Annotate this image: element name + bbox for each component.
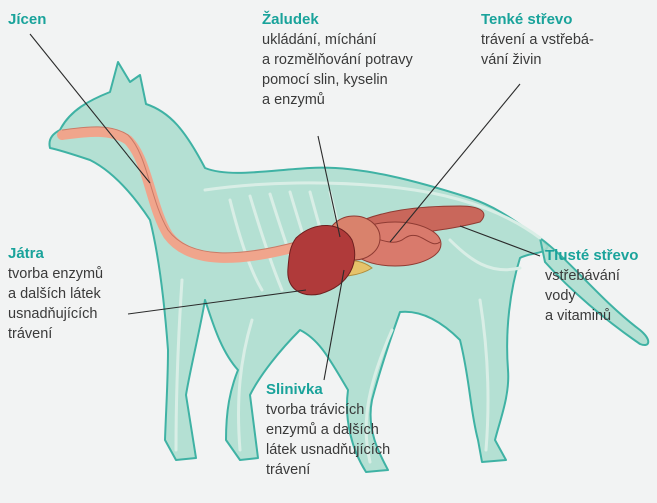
label-jatra-line: trávení: [8, 324, 103, 344]
label-jatra-title: Játra: [8, 244, 103, 264]
label-jatra-line: a dalších látek: [8, 284, 103, 304]
label-zaludek-title: Žaludek: [262, 10, 413, 30]
label-tenke-line: trávení a vstřebá-: [481, 30, 594, 50]
label-tluste-title: Tlusté střevo: [545, 246, 638, 266]
label-tluste-line: vody: [545, 286, 638, 306]
label-slinivka-line: tvorba trávicích: [266, 400, 390, 420]
label-jicen: Jícen: [8, 10, 46, 30]
label-slinivka-title: Slinivka: [266, 380, 390, 400]
label-tluste-strevo: Tlusté střevo vstřebávání vody a vitamin…: [545, 246, 638, 326]
label-zaludek-line: pomocí slin, kyselin: [262, 70, 413, 90]
label-zaludek: Žaludek ukládání, míchání a rozmělňování…: [262, 10, 413, 110]
label-jatra: Játra tvorba enzymů a dalších látek usna…: [8, 244, 103, 344]
label-tluste-line: vstřebávání: [545, 266, 638, 286]
label-tluste-line: a vitaminů: [545, 306, 638, 326]
label-jatra-line: usnadňujících: [8, 304, 103, 324]
label-tenke-line: vání živin: [481, 50, 594, 70]
label-zaludek-line: a enzymů: [262, 90, 413, 110]
label-jatra-line: tvorba enzymů: [8, 264, 103, 284]
label-zaludek-line: a rozmělňování potravy: [262, 50, 413, 70]
label-zaludek-line: ukládání, míchání: [262, 30, 413, 50]
label-slinivka: Slinivka tvorba trávicích enzymů a další…: [266, 380, 390, 480]
label-slinivka-line: enzymů a dalších: [266, 420, 390, 440]
label-slinivka-line: látek usnadňujících: [266, 440, 390, 460]
label-slinivka-line: trávení: [266, 460, 390, 480]
label-jicen-title: Jícen: [8, 10, 46, 30]
label-tenke-title: Tenké střevo: [481, 10, 594, 30]
label-tenke-strevo: Tenké střevo trávení a vstřebá- vání živ…: [481, 10, 594, 70]
